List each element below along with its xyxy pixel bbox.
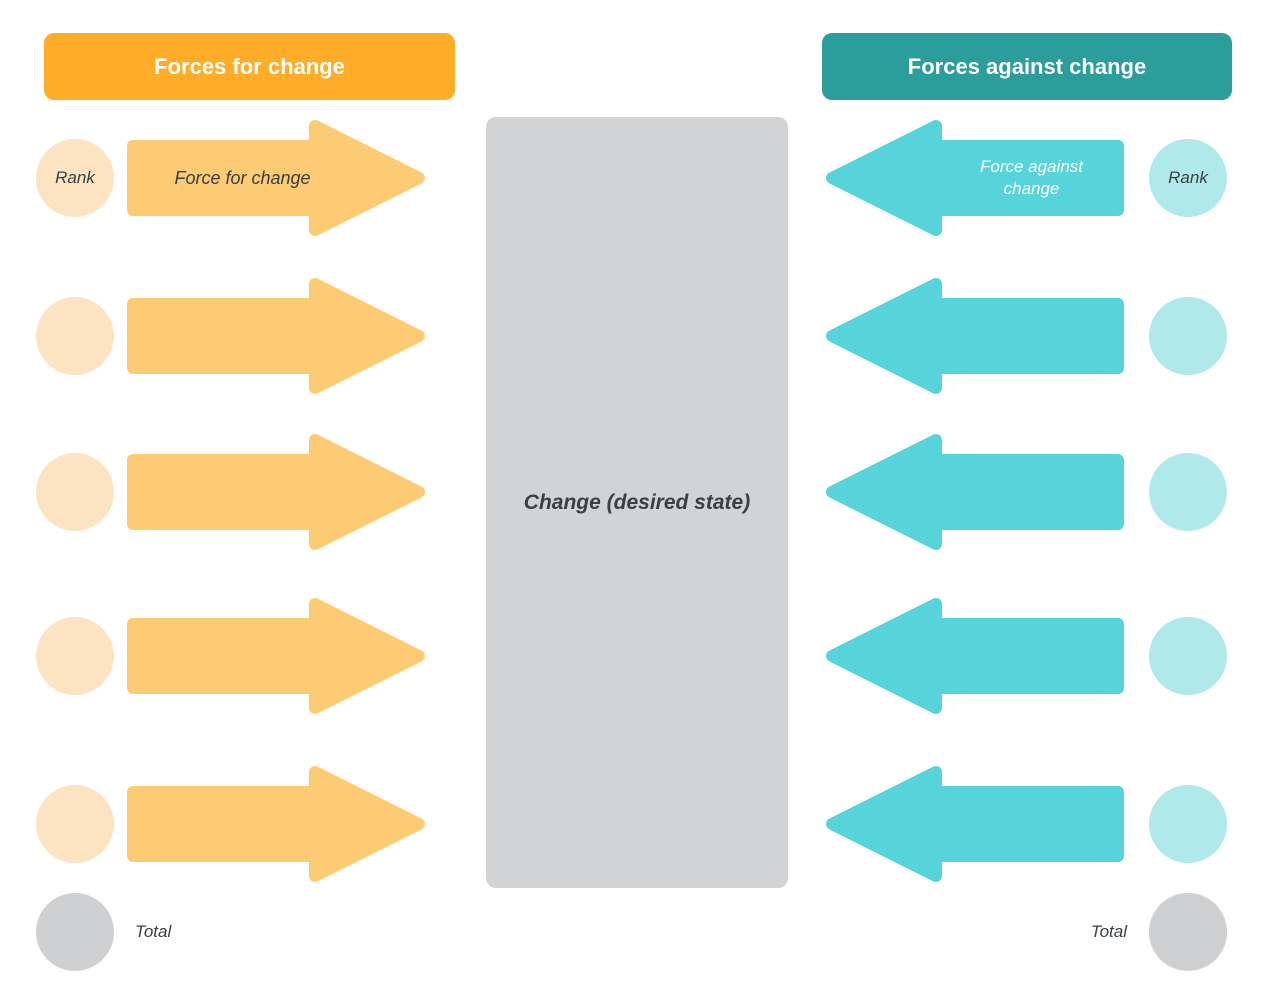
force-for-change-arrow-3[interactable] [125,432,427,552]
force-against-change-arrow-4[interactable] [824,596,1126,716]
left-total-label: Total [135,922,172,941]
left-arrow-shape [826,120,1124,236]
force-against-change-arrow-3[interactable] [824,432,1126,552]
right-arrow-shape [127,766,425,882]
forces-for-change-header[interactable]: Forces for change [44,33,455,100]
right-arrow-shape [127,598,425,714]
right-total-label: Total [1090,922,1127,941]
right-rank-label: Rank [1168,168,1208,187]
right-arrow-shape [127,434,425,550]
right-arrow-shape [127,278,425,394]
force-against-change-arrow-1[interactable]: Force against change [824,118,1126,238]
force-against-change-arrow-2[interactable] [824,276,1126,396]
right-rank-circle-5[interactable] [1149,785,1227,863]
left-total-circle[interactable] [36,893,114,971]
left-arrow-shape [826,434,1124,550]
forces-for-change-header-label: Forces for change [154,53,345,79]
right-rank-circle-4[interactable] [1149,617,1227,695]
left-rank-circle-4[interactable] [36,617,114,695]
right-arrow-shape [127,120,425,236]
left-rank-circle-5[interactable] [36,785,114,863]
left-rank-label: Rank [55,168,95,187]
force-for-change-arrow-1[interactable]: Force for change [125,118,427,238]
right-rank-circle-3[interactable] [1149,453,1227,531]
forces-against-change-header[interactable]: Forces against change [822,33,1232,100]
change-desired-state-label: Change (desired state) [523,490,751,514]
left-arrow-shape [826,278,1124,394]
left-rank-circle-1[interactable]: Rank [36,139,114,217]
forces-against-change-header-label: Forces against change [907,53,1147,79]
right-rank-circle-1[interactable]: Rank [1149,139,1227,217]
left-rank-circle-3[interactable] [36,453,114,531]
force-for-change-arrow-4[interactable] [125,596,427,716]
left-rank-circle-2[interactable] [36,297,114,375]
left-arrow-shape [826,598,1124,714]
force-against-change-arrow-5[interactable] [824,764,1126,884]
force-for-change-arrow-5[interactable] [125,764,427,884]
left-arrow-shape [826,766,1124,882]
right-rank-circle-2[interactable] [1149,297,1227,375]
change-desired-state-box[interactable]: Change (desired state) [486,117,788,888]
force-for-change-arrow-2[interactable] [125,276,427,396]
right-total-circle[interactable] [1149,893,1227,971]
